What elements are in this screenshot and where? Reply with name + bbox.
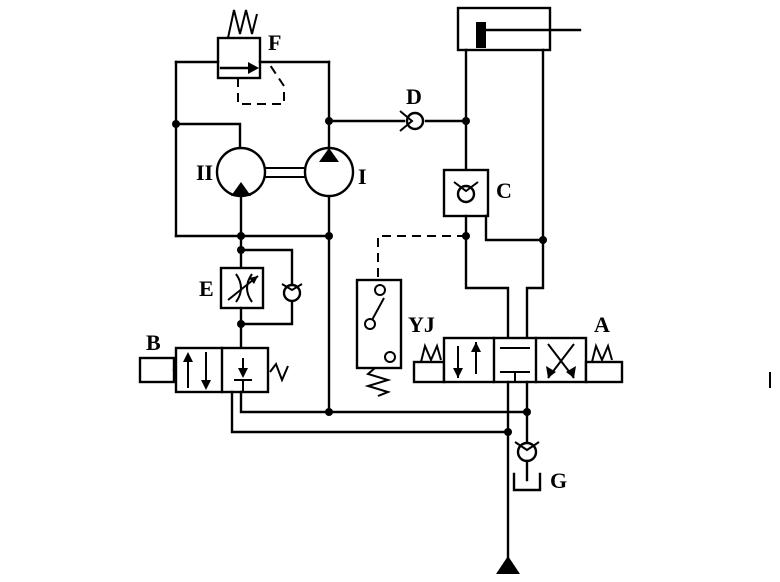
label-a: A: [594, 312, 610, 337]
label-ii: II: [196, 160, 213, 185]
valve-b-spring-icon: [269, 361, 289, 383]
check-valve-d: [399, 110, 425, 132]
pilot-line-yj: [377, 235, 466, 280]
label-d: D: [406, 84, 422, 109]
pump-supply-arrow-icon: [496, 556, 520, 574]
label-yj: YJ: [408, 312, 435, 337]
yj-spring-icon: [364, 367, 392, 397]
throttle-valve-e: [219, 234, 303, 350]
tank-icon: [512, 472, 542, 492]
solenoid-b-icon: [138, 356, 176, 384]
relief-spring-icon: [227, 9, 258, 39]
label-b: B: [146, 330, 161, 355]
label-c: C: [496, 178, 512, 203]
directional-valve-b: [138, 346, 510, 434]
check-valve-c: [442, 119, 545, 242]
pump-motor-ii: [215, 146, 267, 238]
relief-valve-f: [174, 9, 331, 105]
pressure-switch-yj: [355, 278, 403, 397]
label-g: G: [550, 468, 567, 493]
hydraulic-cylinder: [456, 6, 582, 242]
return-lines: [327, 410, 529, 574]
label-i: I: [358, 164, 367, 189]
check-valve-g: [512, 441, 542, 492]
valve-a-left-spring-icon: [420, 342, 442, 363]
junction-dots: [172, 117, 547, 436]
label-e: E: [199, 276, 214, 301]
valve-a-right-spring-icon: [591, 342, 613, 363]
label-f: F: [268, 30, 281, 55]
directional-valve-a: [412, 336, 624, 434]
pump-i: [303, 146, 355, 198]
shaft-coupling: [265, 167, 305, 178]
lines-to-valve-a: [464, 234, 545, 340]
